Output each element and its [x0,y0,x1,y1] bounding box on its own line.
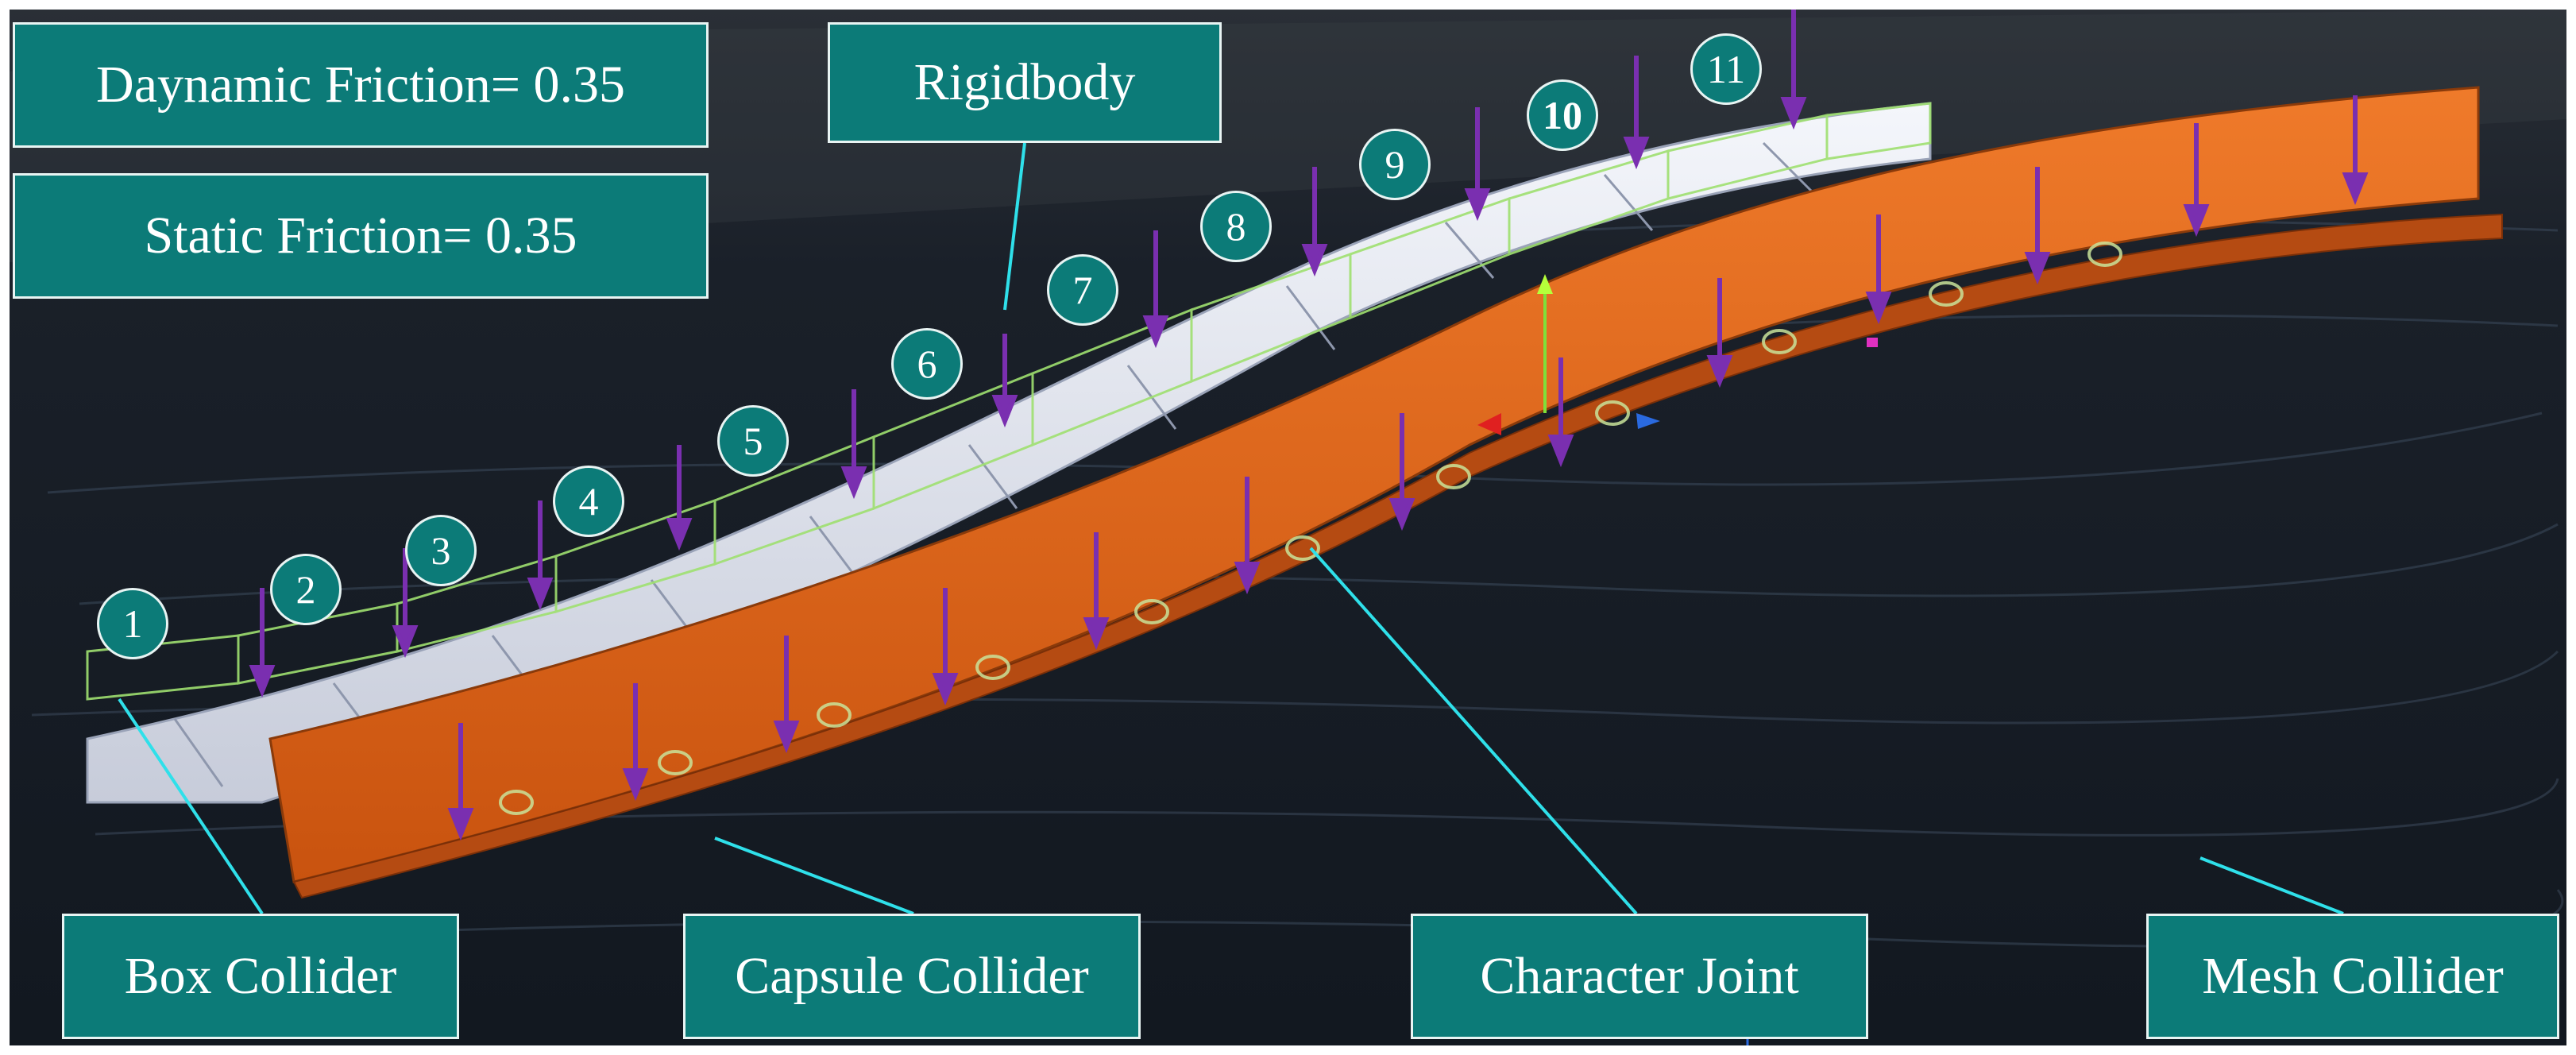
force-arrows-orange [447,95,2369,841]
leader-lines [118,142,2344,915]
force-arrows [249,10,1807,698]
segment-number-2: 2 [270,554,342,625]
segment-number-8: 8 [1200,191,1272,262]
capsule-collider-label: Capsule Collider [683,914,1141,1039]
segment-number-11: 11 [1690,33,1762,105]
mesh-collider-label: Mesh Collider [2146,914,2559,1039]
box-collider-label: Box Collider [62,914,459,1039]
segment-number-3: 3 [405,515,477,586]
escalator-orange-body [268,86,2480,883]
segment-number-7: 7 [1047,254,1118,326]
escalator-white-steps [173,141,1813,787]
box-collider-wireframes [86,102,1932,701]
dynamic-friction-label: Daynamic Friction= 0.35 [13,22,709,148]
rigidbody-label: Rigidbody [828,22,1222,143]
capsule-collider-joints [499,242,2122,815]
segment-number-9: 9 [1359,129,1431,200]
segment-number-6: 6 [891,328,963,400]
character-joint-label: Character Joint [1411,914,1868,1039]
segment-number-10: 10 [1527,79,1598,151]
static-friction-label: Static Friction= 0.35 [13,173,709,299]
segment-number-5: 5 [717,405,789,477]
segment-number-4: 4 [553,466,624,537]
segment-number-1: 1 [97,588,168,659]
transform-gizmo [1477,274,1878,435]
